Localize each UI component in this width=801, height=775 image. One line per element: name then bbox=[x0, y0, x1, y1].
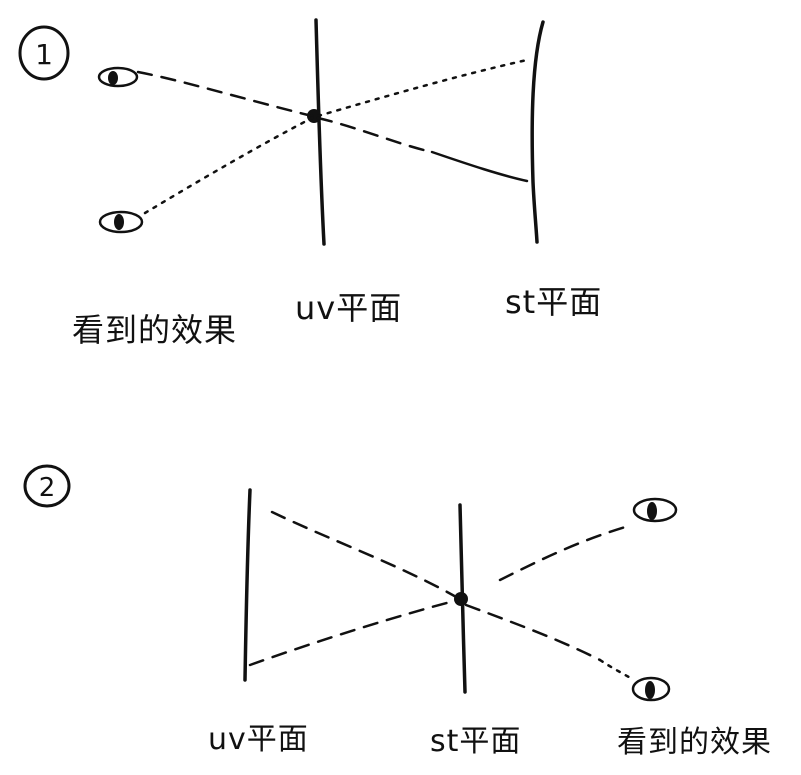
diagram-2-ray-uv-bottom bbox=[248, 598, 460, 667]
diagram-2-viewer-label: 看到的效果 bbox=[617, 725, 772, 760]
diagram-1: 1 bbox=[18, 18, 545, 246]
diagram-2-uv-plane-label: uv平面 bbox=[208, 722, 309, 757]
eye-icon bbox=[631, 676, 671, 702]
diagram-2-ray-lower-eye-dots bbox=[598, 658, 636, 682]
diagram-1-st-plane-label: st平面 bbox=[505, 283, 603, 321]
diagram-2-intersection-dot bbox=[454, 592, 468, 606]
eye-icon bbox=[98, 210, 144, 234]
diagram-2: 2 bbox=[23, 464, 678, 702]
diagram-1-st-plane-line bbox=[530, 20, 545, 244]
diagram-2-ray-uv-top bbox=[270, 510, 460, 600]
diagram-1-ray-lower-eye bbox=[143, 116, 314, 215]
diagram-2-ray-upper-eye bbox=[498, 523, 634, 582]
diagram-1-number: 1 bbox=[35, 38, 53, 71]
diagram-1-uv-plane-line bbox=[314, 18, 326, 246]
diagram-2-st-plane-label: st平面 bbox=[430, 724, 522, 759]
diagram-1-ray-upper-eye bbox=[136, 70, 314, 118]
diagram-2-number: 2 bbox=[39, 473, 56, 503]
eye-icon bbox=[632, 497, 678, 523]
diagram-1-uv-plane-label: uv平面 bbox=[295, 289, 403, 327]
diagram-1-viewer-label: 看到的效果 bbox=[72, 311, 238, 349]
eye-icon bbox=[97, 66, 139, 88]
diagram-2-uv-plane-line bbox=[243, 488, 252, 682]
diagram-1-ray-to-st-bottom-solid bbox=[430, 150, 529, 183]
diagram-1-number-badge: 1 bbox=[18, 25, 70, 81]
diagram-2-ray-lower-eye bbox=[464, 603, 602, 662]
diagram-1-ray-to-st-bottom bbox=[316, 116, 434, 154]
diagram-2-number-badge: 2 bbox=[23, 464, 71, 508]
diagram-1-ray-to-st-top bbox=[316, 58, 529, 118]
